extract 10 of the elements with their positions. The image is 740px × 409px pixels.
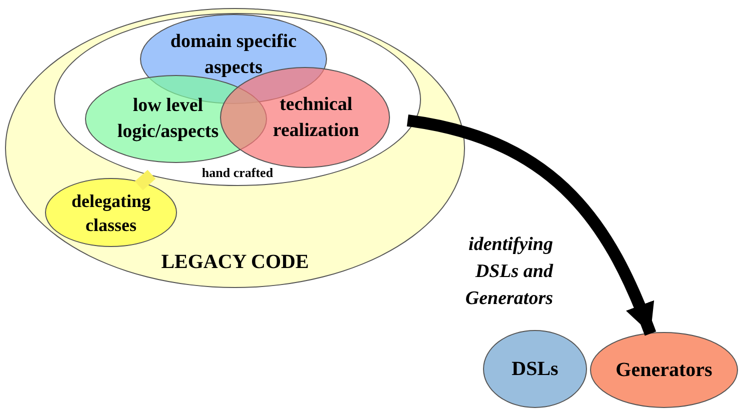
node-label: Generators <box>616 358 712 383</box>
node-label: DSLs <box>512 357 558 382</box>
node-label: delegating classes <box>70 190 152 236</box>
node-label: low level logic/aspects <box>116 94 220 144</box>
node-label: technical realization <box>272 92 360 142</box>
node-label: domain specific aspects <box>169 30 298 80</box>
node-label: hand crafted <box>200 164 274 182</box>
connector-band <box>134 170 156 190</box>
node-label: LEGACY CODE <box>160 250 310 275</box>
edge-label: identifying DSLs and Generators <box>464 233 553 311</box>
